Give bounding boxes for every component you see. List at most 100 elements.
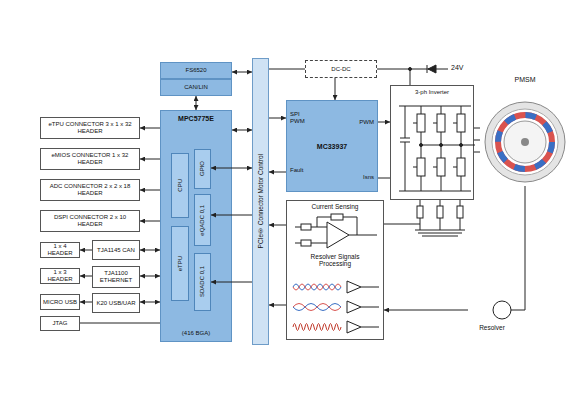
ground-symbol xyxy=(415,230,465,236)
mcu-block: CPU xyxy=(171,153,189,218)
resolver-node: Resolver xyxy=(468,298,516,338)
drawing-stroke xyxy=(437,114,445,132)
mcu-block: eTPU xyxy=(171,226,189,301)
connector-arrow xyxy=(269,225,286,226)
drawing-stroke xyxy=(420,144,423,147)
node-title: TJA1145 CAN xyxy=(97,247,135,254)
connector-arrow xyxy=(140,190,160,191)
node-text: (416 BGA) xyxy=(161,330,231,337)
bus-box: CAN/LIN xyxy=(160,79,232,96)
node-title: JTAG xyxy=(53,320,68,327)
drawing-stroke xyxy=(301,224,311,230)
shaft-line xyxy=(502,186,525,310)
node-title: DC-DC xyxy=(331,66,350,73)
resistor-symbol xyxy=(457,206,463,218)
node-title: 3-ph Inverter xyxy=(391,89,473,96)
node-title: SDADC 0,1 xyxy=(199,266,206,297)
drawing-stroke xyxy=(421,145,475,146)
connector-arrow xyxy=(232,72,252,73)
drawing-stroke xyxy=(361,287,379,327)
node-title: MICRO USB xyxy=(43,299,77,306)
node-title: Current Sensing xyxy=(287,203,383,210)
drawing-stroke xyxy=(504,121,546,163)
phase-wire xyxy=(474,128,480,152)
drawing-stroke xyxy=(331,214,343,220)
connector-arrow xyxy=(80,276,92,277)
resolver-drawing xyxy=(468,298,516,338)
converter-box: DC-DC xyxy=(305,60,377,78)
drawing-stroke xyxy=(400,106,410,191)
node-text: PWM xyxy=(359,119,374,126)
drawing-stroke xyxy=(440,144,443,147)
sense-wire xyxy=(378,178,390,179)
node-text: Fault xyxy=(290,167,303,174)
node-title: MPC5775E xyxy=(161,115,231,123)
node-text: Isns xyxy=(363,174,374,181)
shunt-wire xyxy=(420,200,460,230)
mcu-box: MPC5775E(416 BGA)CPUeTPUGPIOeQADC 0,1SDA… xyxy=(160,110,232,342)
processing-box: Current SensingResolver Signals Processi… xyxy=(286,200,384,340)
node-title: eTPU xyxy=(177,256,184,271)
drawing-stroke xyxy=(293,284,341,290)
connector-arrow xyxy=(269,118,286,119)
node-title: FS6520 xyxy=(185,67,206,74)
drawing-stroke xyxy=(399,106,471,191)
node-title: eMIOS CONNECTOR 1 x 32 HEADER xyxy=(43,152,137,166)
drawing-stroke xyxy=(498,115,552,169)
connector-arrow xyxy=(211,215,252,216)
resistor-symbol xyxy=(437,206,443,218)
header-box: ADC CONNECTOR 2 x 2 x 18 HEADER xyxy=(40,179,140,201)
sense-wire xyxy=(384,224,420,225)
junction-dot xyxy=(409,68,412,71)
connector-arrow xyxy=(269,305,286,306)
mcu-block: SDADC 0,1 xyxy=(194,253,211,311)
node-title: TJA1100 ETHERNET xyxy=(95,270,137,284)
header-box: JTAG xyxy=(40,316,80,331)
header-box: DSPI CONNECTOR 2 x 10 HEADER xyxy=(40,210,140,232)
connector-arrow xyxy=(269,172,286,173)
connector-arrow xyxy=(211,168,252,169)
drawing-stroke xyxy=(485,102,565,182)
drawing-stroke xyxy=(457,158,465,176)
node-title: MC33937 xyxy=(287,143,377,151)
drawing-stroke xyxy=(460,144,463,147)
supply-wire xyxy=(410,69,411,85)
node-title: CPU xyxy=(177,179,184,192)
connector-arrow xyxy=(140,250,160,251)
inverter-box: 3-ph Inverter xyxy=(390,85,474,200)
drawing-stroke xyxy=(301,240,311,246)
motor-node: PMSM xyxy=(480,76,570,186)
power-chip-box: FS6520 xyxy=(160,62,232,79)
connector-bar: PCIe® Connector Motor Control xyxy=(252,58,269,345)
node-title: Resolver xyxy=(468,324,516,331)
header-box: eTPU CONNECTOR 3 x 1 x 32 HEADER xyxy=(40,117,140,139)
node-title: CAN/LIN xyxy=(184,84,208,91)
header-box: eMIOS CONNECTOR 1 x 32 HEADER xyxy=(40,148,140,170)
diode-symbol xyxy=(427,65,428,73)
diode-symbol xyxy=(428,65,436,73)
node-title: 1 x 4 HEADER xyxy=(43,243,77,257)
drawing-stroke xyxy=(293,304,341,311)
header-box: 1 x 4 HEADER xyxy=(40,242,80,258)
connector-arrow xyxy=(335,78,336,100)
drawing-stroke xyxy=(327,222,349,248)
connector-arrow xyxy=(378,122,390,123)
drawing-stroke xyxy=(417,158,425,176)
connector-arrow xyxy=(196,96,197,110)
mcu-block: eQADC 0,1 xyxy=(194,194,211,246)
header-box: MICRO USB xyxy=(40,294,80,310)
drawing-stroke xyxy=(293,284,341,290)
connector-arrow xyxy=(384,310,468,311)
drawing-stroke xyxy=(492,109,558,175)
drawing-stroke xyxy=(293,214,379,333)
node-title: eQADC 0,1 xyxy=(199,205,206,236)
connector-arrow xyxy=(80,323,160,324)
node-title: eTPU CONNECTOR 3 x 1 x 32 HEADER xyxy=(43,121,137,135)
drawing-stroke xyxy=(437,158,445,176)
connector-arrow xyxy=(474,140,480,141)
node-title: PCIe® Connector Motor Control xyxy=(257,154,264,248)
node-title: ADC CONNECTOR 2 x 2 x 18 HEADER xyxy=(43,183,137,197)
node-title: PMSM xyxy=(480,76,570,84)
connector-arrow xyxy=(211,282,252,283)
